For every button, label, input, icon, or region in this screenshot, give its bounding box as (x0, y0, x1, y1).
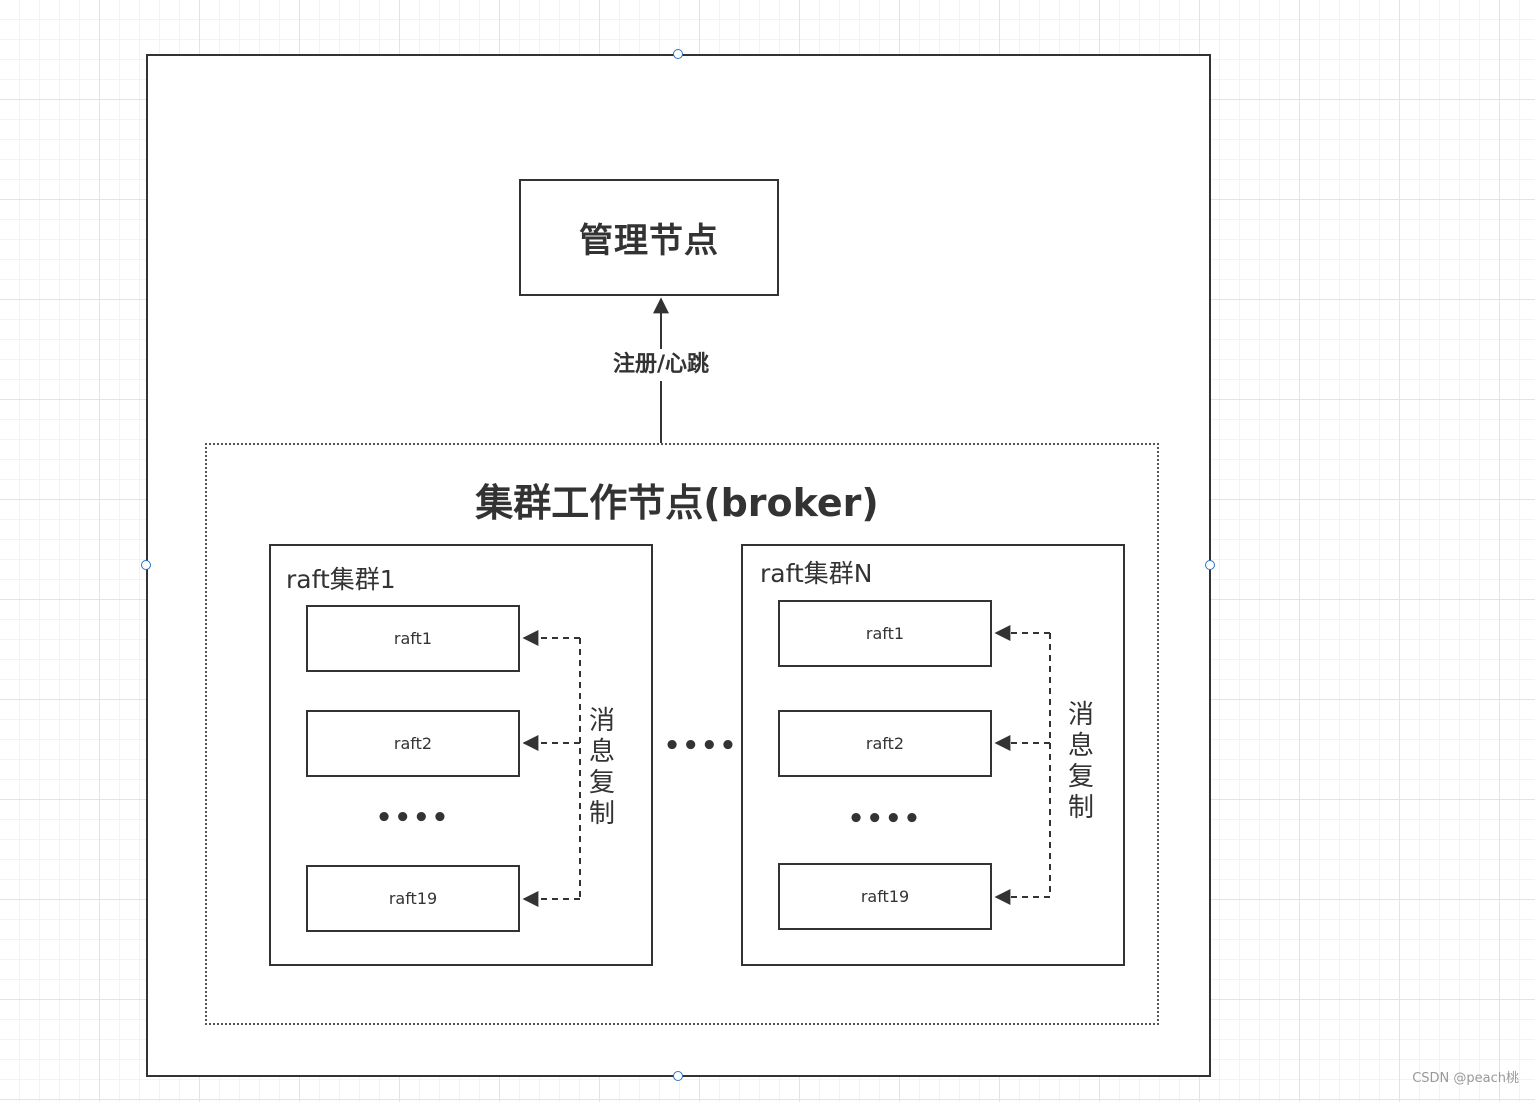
resize-handle-left[interactable] (141, 560, 151, 570)
raft-node[interactable]: raft19 (306, 865, 520, 932)
raft-cluster-n-title: raft集群N (760, 559, 873, 588)
raft-node-label: raft19 (860, 887, 910, 906)
raft-node-label: raft1 (865, 624, 905, 643)
heartbeat-edge-label: 注册/心跳 (606, 349, 716, 381)
raft-node-label: raft2 (393, 734, 433, 753)
replication-char: 息 (1067, 731, 1094, 761)
raft-node[interactable]: raft19 (778, 863, 992, 930)
replication-char: 制 (1067, 793, 1094, 823)
raft-node-label: raft1 (393, 629, 433, 648)
ellipsis: •••• (375, 803, 451, 833)
replication-char: 制 (588, 799, 615, 829)
raft-node[interactable]: raft2 (306, 710, 520, 777)
watermark: CSDN @peach桃 (1412, 1071, 1519, 1086)
replication-label: 消 息 复 制 (1064, 700, 1098, 824)
broker-group-title: 集群工作节点(broker) (475, 481, 879, 525)
replication-char: 复 (1067, 762, 1094, 792)
replication-char: 消 (588, 706, 615, 736)
raft-node[interactable]: raft2 (778, 710, 992, 777)
ellipsis: •••• (663, 731, 739, 761)
replication-label: 消 息 复 制 (585, 706, 619, 830)
raft-node-label: raft19 (388, 889, 438, 908)
manager-node[interactable]: 管理节点 (519, 179, 779, 296)
raft-node[interactable]: raft1 (778, 600, 992, 667)
raft-node[interactable]: raft1 (306, 605, 520, 672)
raft-node-label: raft2 (865, 734, 905, 753)
replication-char: 消 (1067, 700, 1094, 730)
resize-handle-top[interactable] (673, 49, 683, 59)
manager-node-label: 管理节点 (579, 221, 719, 261)
resize-handle-right[interactable] (1205, 560, 1215, 570)
raft-cluster-1-title: raft集群1 (286, 565, 396, 594)
replication-char: 息 (588, 737, 615, 767)
resize-handle-bottom[interactable] (673, 1071, 683, 1081)
broker-group[interactable] (205, 443, 1159, 1025)
replication-char: 复 (588, 768, 615, 798)
ellipsis: •••• (847, 804, 923, 834)
